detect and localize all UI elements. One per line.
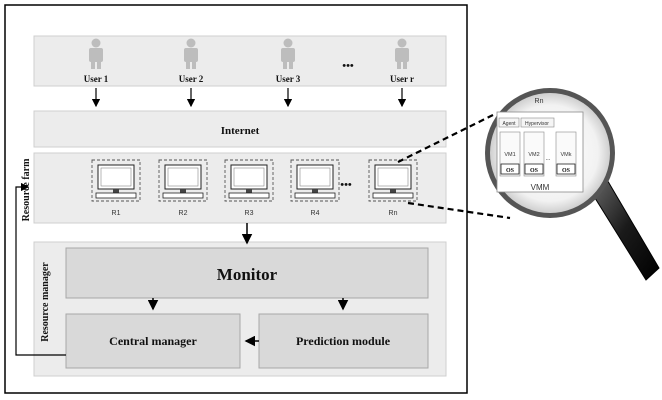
user-leg-icon (97, 62, 101, 69)
resource-farm-side-label: Resource farm (21, 158, 32, 222)
vm-label: VM2 (528, 152, 539, 158)
user-4: User r (390, 38, 414, 84)
screen-icon (100, 167, 132, 187)
user-leg-icon (283, 62, 287, 69)
user-2: User 2 (179, 38, 204, 84)
prediction-module-box (258, 313, 429, 369)
user-leg-icon (289, 62, 293, 69)
vmm-label: VMM (531, 183, 550, 192)
user-label: User r (390, 74, 414, 84)
os-label: OS (506, 168, 515, 174)
central-manager-label: Central manager (109, 334, 197, 348)
server-dashed-outline (91, 159, 141, 202)
monitor-box (65, 247, 429, 299)
user-body-icon (184, 48, 198, 62)
server-dashed-outline (368, 159, 418, 202)
zoom-line-top (397, 113, 496, 163)
monitor-stand-icon (312, 189, 318, 193)
keyboard-icon (228, 192, 270, 199)
user-3: User 3 (276, 38, 301, 84)
user-label: User 2 (179, 74, 204, 84)
user-head-icon (91, 38, 101, 48)
os-label: OS (530, 168, 539, 174)
server-dashed-outline (290, 159, 340, 202)
server-r3: R3 (224, 159, 274, 217)
user-head-icon (283, 38, 293, 48)
user-body-icon (281, 48, 295, 62)
monitor-stand-icon (113, 189, 119, 193)
monitor-stand-icon (180, 189, 186, 193)
server-rn: Rn (368, 159, 418, 217)
user-leg-icon (192, 62, 196, 69)
server-label: Rn (389, 210, 398, 217)
user-leg-icon (403, 62, 407, 69)
keyboard-icon (95, 192, 137, 199)
user-body-icon (89, 48, 103, 62)
magnifier-title: Rn (535, 98, 544, 105)
keyboard-icon (372, 192, 414, 199)
hypervisor-label: Hypervisor (525, 121, 549, 127)
resource-manager-side-label: Resource manager (40, 262, 51, 342)
server-label: R3 (245, 210, 254, 217)
central-manager-box (65, 313, 241, 369)
user-leg-icon (397, 62, 401, 69)
vm-dots: ... (545, 156, 550, 162)
arrow-feedback-loop (15, 182, 66, 356)
screen-icon (233, 167, 265, 187)
keyboard-icon (294, 192, 336, 199)
server-dashed-outline (158, 159, 208, 202)
servers-group: R1 R2 R3 R4 Rn (91, 159, 418, 217)
os-box (500, 163, 520, 175)
server-label: R1 (112, 210, 121, 217)
server-label: R2 (179, 210, 188, 217)
user-leg-icon (186, 62, 190, 69)
os-box (556, 163, 576, 175)
agent-label: Agent (502, 121, 516, 127)
server-r1: R1 (91, 159, 141, 217)
internet-band (33, 110, 447, 148)
user-leg-icon (91, 62, 95, 69)
user-label: User 3 (276, 74, 301, 84)
monitor-label: Monitor (217, 265, 278, 284)
server-r4: R4 (290, 159, 340, 217)
os-box (524, 163, 544, 175)
screen-icon (299, 167, 331, 187)
internet-label: Internet (221, 125, 260, 137)
user-head-icon (397, 38, 407, 48)
users-ellipsis: ••• (342, 60, 354, 72)
keyboard-icon (162, 192, 204, 199)
users-group: User 1 User 2 User 3 User r ••• (84, 38, 414, 84)
prediction-module-label: Prediction module (296, 334, 391, 348)
zoom-line-bottom (407, 201, 511, 220)
server-dashed-outline (224, 159, 274, 202)
server-label: R4 (311, 210, 320, 217)
vm-label: VM1 (504, 152, 515, 158)
user-label: User 1 (84, 74, 109, 84)
monitor-stand-icon (390, 189, 396, 193)
screen-icon (377, 167, 409, 187)
agent-box (498, 117, 520, 128)
monitor-stand-icon (246, 189, 252, 193)
user-head-icon (186, 38, 196, 48)
server-r2: R2 (158, 159, 208, 217)
user-to-internet-arrows (91, 88, 407, 108)
servers-ellipsis: ••• (340, 179, 352, 191)
user-body-icon (395, 48, 409, 62)
user-1: User 1 (84, 38, 109, 84)
hypervisor-box (520, 117, 555, 128)
vm-label: VMk (561, 152, 572, 158)
os-label: OS (562, 168, 571, 174)
screen-icon (167, 167, 199, 187)
